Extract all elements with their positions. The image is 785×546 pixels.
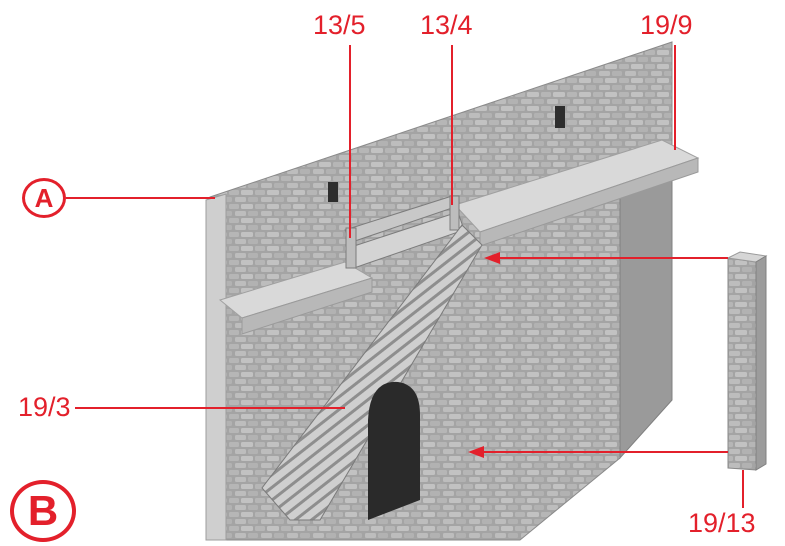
label-13-4: 13/4 (420, 10, 473, 40)
bridge-post-right (449, 195, 460, 231)
pillar-side (755, 255, 767, 471)
arrow-head-lower (468, 446, 484, 458)
lower-ledge-front (241, 277, 373, 335)
walkway-ledge-front (479, 157, 699, 247)
archway (368, 381, 420, 520)
wall-left-edge (205, 193, 227, 541)
label-19-9: 19/9 (640, 10, 693, 40)
label-19-3: 19/3 (18, 392, 71, 422)
arrow-head-upper (484, 252, 500, 264)
marker-a: A (22, 178, 66, 218)
label-13-5: 13/5 (313, 10, 366, 40)
pillar-piece (727, 257, 757, 471)
wall-side (619, 159, 673, 460)
marker-b: B (10, 480, 76, 542)
staircase (261, 224, 483, 521)
label-19-13: 19/13 (688, 508, 756, 538)
window-slot-right (555, 106, 565, 128)
window-slot-left (328, 182, 338, 202)
